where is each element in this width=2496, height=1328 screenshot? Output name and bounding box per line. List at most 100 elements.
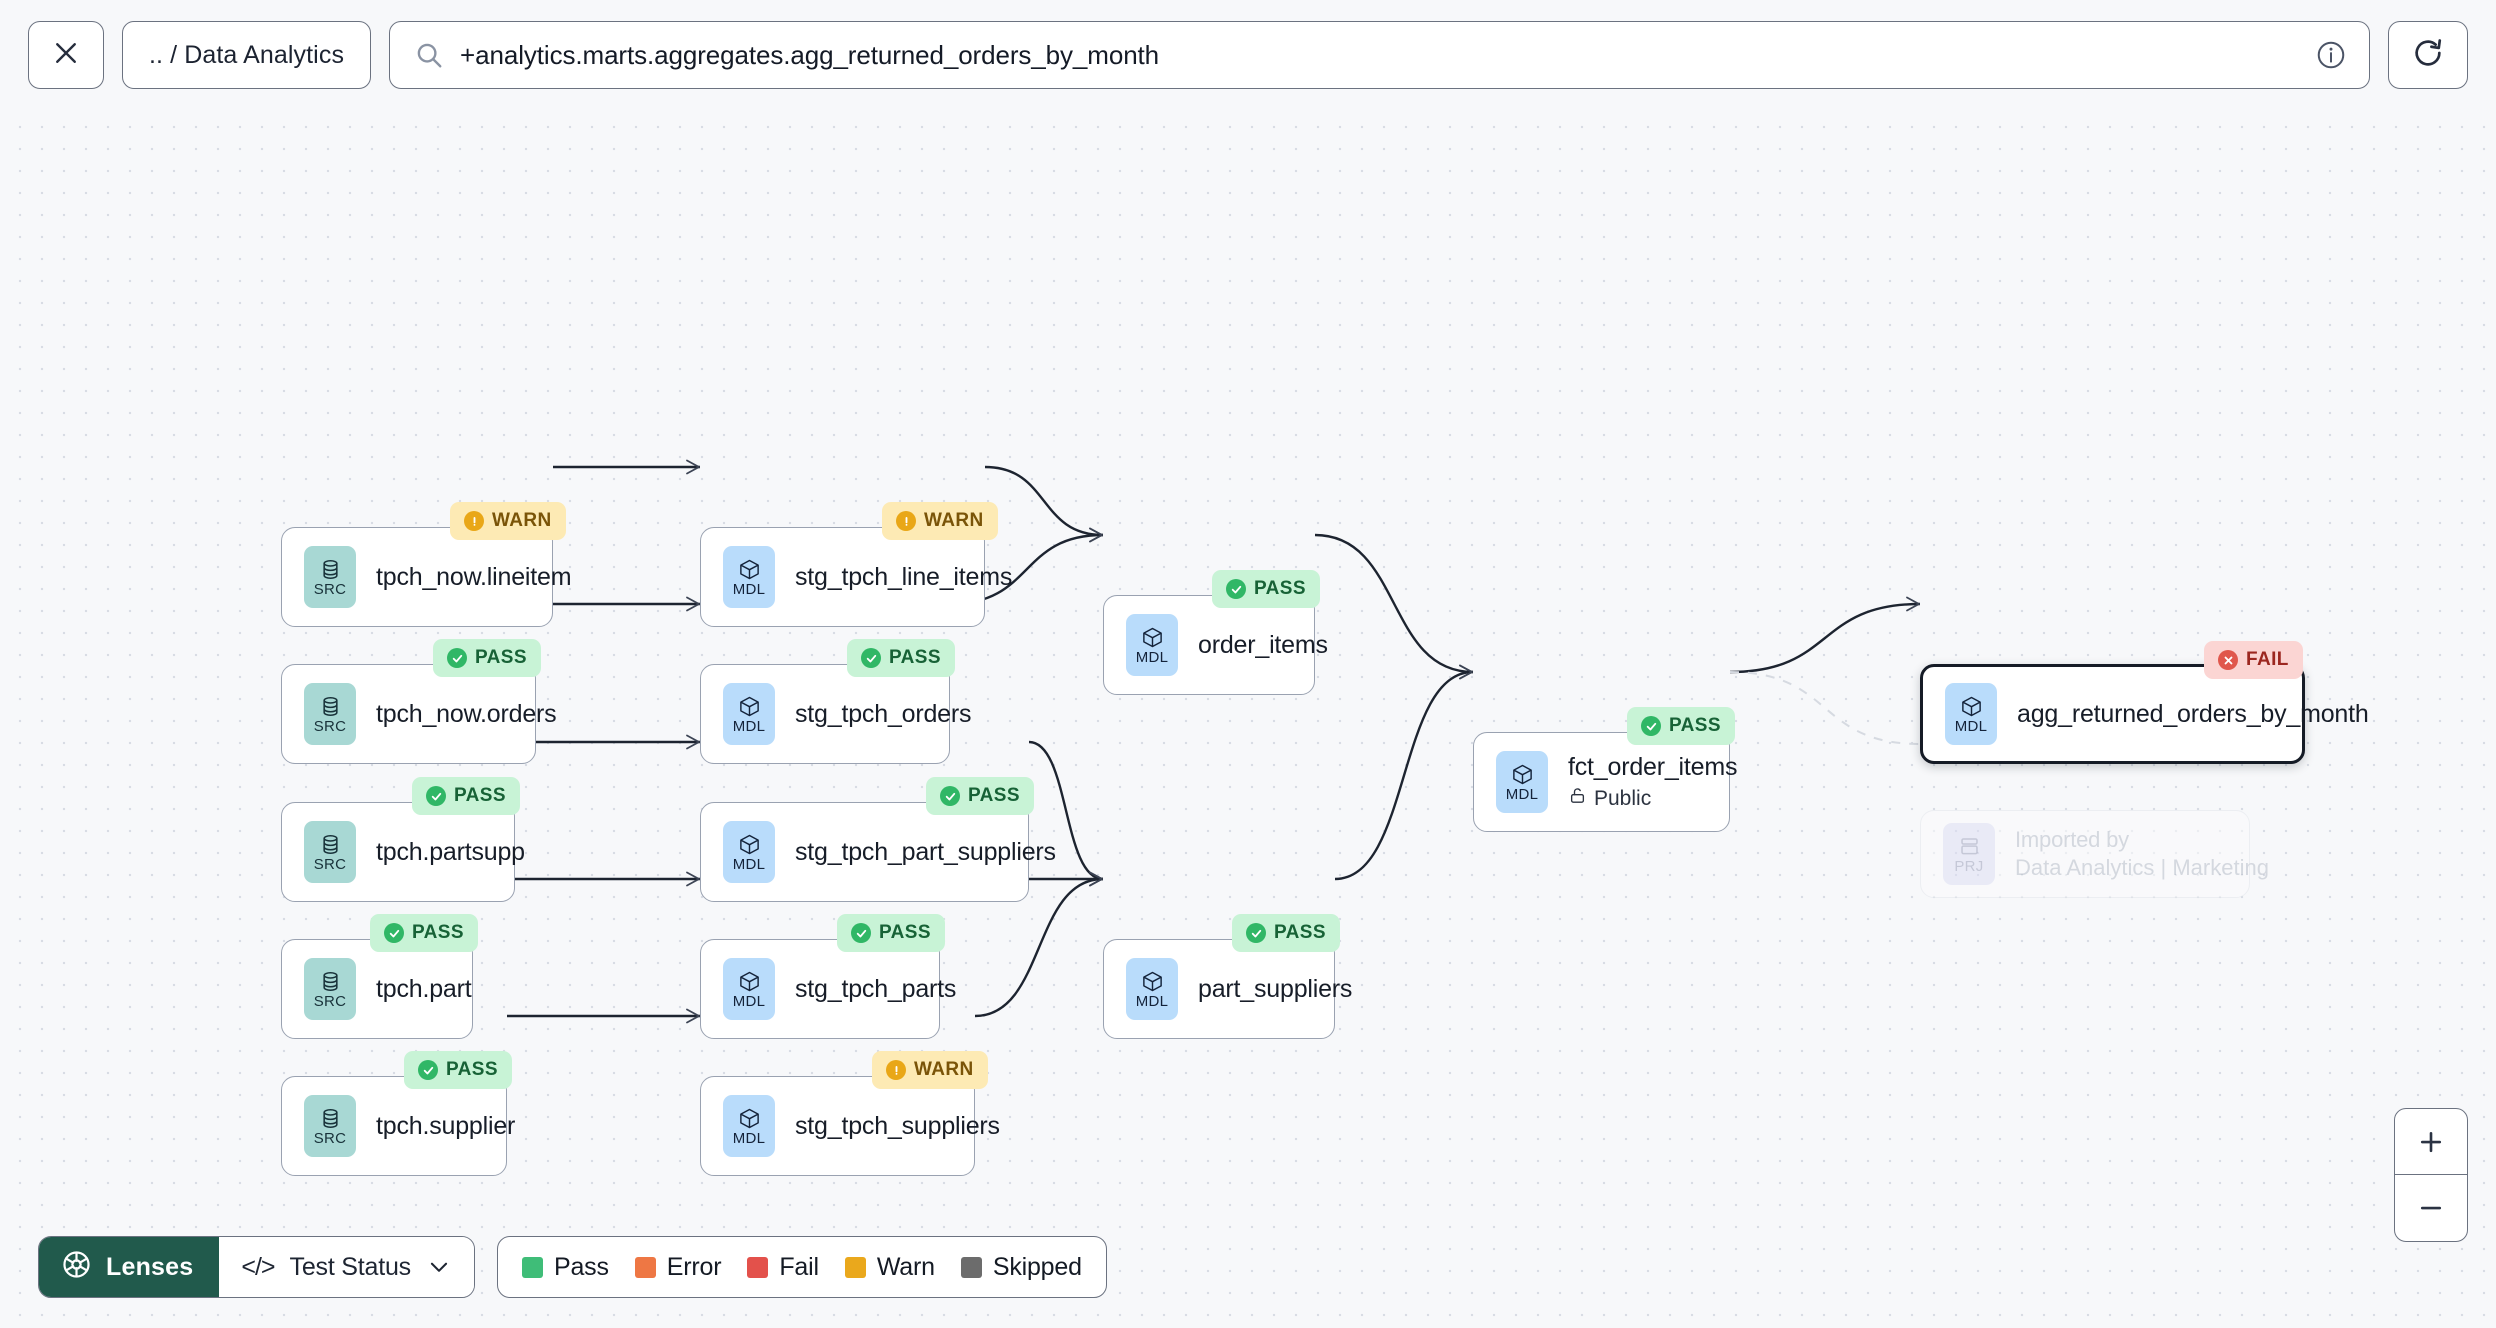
status-badge-pass[interactable]: PASS — [433, 639, 541, 677]
cube-icon — [738, 695, 761, 718]
legend-swatch-pass — [522, 1256, 543, 1278]
status-legend: Pass Error Fail Warn Skipped — [497, 1236, 1107, 1298]
legend-item-warn[interactable]: Warn — [844, 1253, 935, 1282]
edge-arrowhead — [686, 596, 700, 612]
status-badge-pass[interactable]: PASS — [412, 777, 520, 815]
mdl-type-chip: MDL — [1496, 751, 1548, 813]
legend-item-error[interactable]: Error — [634, 1253, 722, 1282]
info-icon[interactable] — [2315, 39, 2347, 71]
node-title: tpch_now.lineitem — [376, 562, 572, 591]
lenses-button[interactable]: Lenses — [39, 1237, 220, 1297]
zoom-in-button[interactable] — [2395, 1109, 2467, 1175]
refresh-button[interactable] — [2388, 21, 2468, 89]
status-badge-label: WARN — [924, 510, 984, 531]
legend-item-fail[interactable]: Fail — [747, 1253, 819, 1282]
mdl-type-chip: MDL — [723, 683, 775, 745]
node-subtitle-label: Public — [1594, 786, 1652, 810]
cube-icon — [738, 1107, 761, 1130]
search-input[interactable]: +analytics.marts.aggregates.agg_returned… — [389, 21, 2370, 89]
status-badge-fail[interactable]: FAIL — [2204, 641, 2303, 679]
node-title: stg_tpch_suppliers — [795, 1111, 1000, 1140]
status-badge-label: PASS — [1274, 922, 1326, 943]
node-text-block: stg_tpch_suppliers — [795, 1111, 1000, 1141]
status-warn-icon — [464, 511, 484, 531]
node-title: tpch.supplier — [376, 1111, 516, 1140]
cube-icon — [738, 833, 761, 856]
status-badge-pass[interactable]: PASS — [1627, 707, 1735, 745]
node-title: part_suppliers — [1198, 974, 1353, 1003]
mdl-type-chip: MDL — [723, 958, 775, 1020]
edge-fct_order_items-to-agg_returned_orders — [1729, 602, 1921, 674]
src-type-chip: SRC — [304, 546, 356, 608]
status-badge-label: PASS — [412, 922, 464, 943]
code-icon: </> — [241, 1252, 275, 1281]
close-icon — [51, 38, 81, 73]
status-badge-warn[interactable]: WARN — [872, 1051, 988, 1089]
database-icon — [319, 970, 342, 993]
status-badge-pass[interactable]: PASS — [1212, 570, 1320, 608]
graph-node-tpch_now_lineitem[interactable]: SRC tpch_now.lineitem WARN — [281, 502, 572, 627]
node-title: agg_returned_orders_by_month — [2017, 699, 2369, 728]
status-badge-pass[interactable]: PASS — [926, 777, 1034, 815]
node-text-block: agg_returned_orders_by_month — [2017, 699, 2369, 729]
status-badge-label: WARN — [914, 1059, 974, 1080]
type-chip-label: SRC — [313, 580, 347, 598]
database-icon — [319, 558, 342, 581]
graph-node-stg_tpch_orders[interactable]: MDL stg_tpch_orders PASS — [700, 639, 971, 764]
legend-item-pass[interactable]: Pass — [522, 1253, 609, 1282]
top-toolbar: .. / Data Analytics +analytics.marts.agg… — [0, 0, 2496, 110]
archive-icon — [1958, 835, 1981, 858]
legend-item-skipped[interactable]: Skipped — [960, 1253, 1082, 1282]
status-badge-pass[interactable]: PASS — [837, 914, 945, 952]
database-icon — [319, 833, 342, 856]
status-pass-icon — [1246, 923, 1266, 943]
graph-node-part_suppliers[interactable]: MDL part_suppliers PASS — [1103, 914, 1353, 1039]
zoom-out-button[interactable] — [2395, 1175, 2467, 1241]
test-status-dropdown[interactable]: </> Test Status — [219, 1237, 474, 1297]
minus-icon — [2416, 1193, 2446, 1223]
type-chip-label: MDL — [732, 992, 766, 1010]
breadcrumb[interactable]: .. / Data Analytics — [122, 21, 372, 89]
graph-node-agg_returned_orders[interactable]: MDL agg_returned_orders_by_month FAIL — [1920, 641, 2369, 764]
edge-layer — [472, 459, 1921, 1024]
status-badge-label: PASS — [889, 647, 941, 668]
cube-icon — [738, 558, 761, 581]
status-badge-label: FAIL — [2246, 649, 2289, 670]
mdl-type-chip: MDL — [1126, 958, 1178, 1020]
close-button[interactable] — [28, 21, 104, 89]
status-pass-icon — [384, 923, 404, 943]
status-badge-warn[interactable]: WARN — [450, 502, 566, 540]
cube-icon — [738, 970, 761, 993]
node-text-block: stg_tpch_orders — [795, 700, 971, 729]
status-pass-icon — [1641, 716, 1661, 736]
node-subtitle: Public — [1568, 786, 1729, 811]
src-type-chip: SRC — [304, 683, 356, 745]
cube-icon — [1511, 763, 1534, 786]
edge-arrowhead — [686, 1008, 700, 1024]
status-badge-pass[interactable]: PASS — [1232, 914, 1340, 952]
legend-swatch-warn — [844, 1256, 866, 1278]
edge-stg_tpch_line_items-to-order_items — [984, 465, 1104, 537]
node-text-block: tpch.partsupp — [376, 838, 525, 867]
node-subtitle: Data Analytics | Marketing — [2015, 855, 2269, 881]
mdl-type-chip: MDL — [723, 1095, 775, 1157]
type-chip-label: MDL — [1954, 717, 1988, 735]
status-badge-pass[interactable]: PASS — [404, 1051, 512, 1089]
graph-node-stg_tpch_suppliers[interactable]: MDL stg_tpch_suppliers WARN — [700, 1051, 1000, 1176]
status-badge-pass[interactable]: PASS — [370, 914, 478, 952]
status-badge-warn[interactable]: WARN — [882, 502, 998, 540]
type-chip-label: MDL — [732, 580, 766, 598]
status-badge-pass[interactable]: PASS — [847, 639, 955, 677]
edge-order_items-to-fct_order_items — [1314, 533, 1474, 674]
